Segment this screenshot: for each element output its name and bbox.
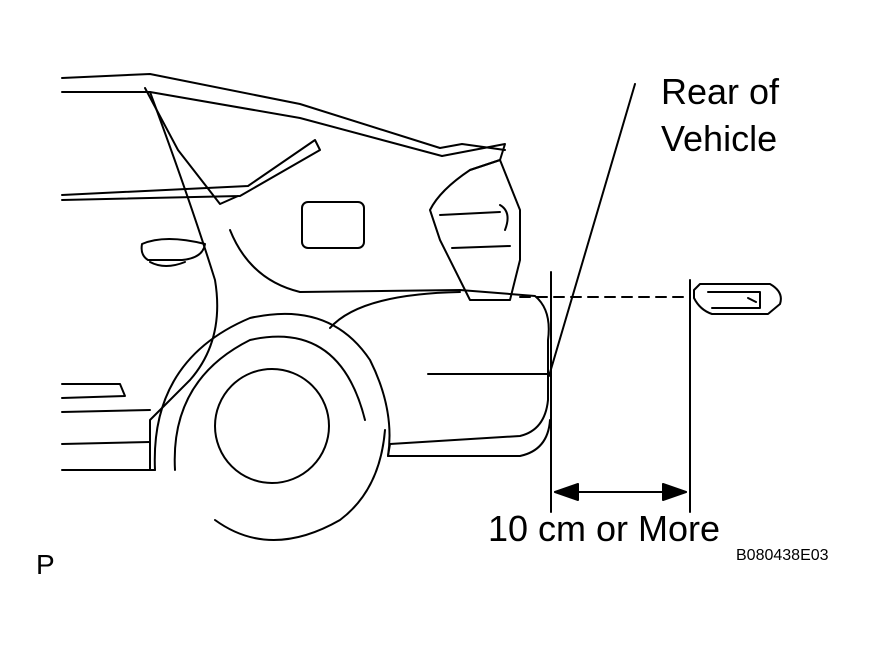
callout-vehicle: Vehicle <box>661 118 778 159</box>
door-handle <box>140 238 206 261</box>
quarter-panel <box>229 229 551 457</box>
wheel-arch <box>153 312 391 471</box>
roof-rail <box>61 91 443 157</box>
dimension-arrow <box>554 483 687 501</box>
rear-pillar <box>144 87 239 205</box>
roof-line <box>61 73 506 151</box>
rear-window <box>61 139 321 201</box>
fuel-lid <box>301 201 365 249</box>
door-frame <box>149 91 219 471</box>
wheel <box>214 368 330 484</box>
distance-label: 10 cm or More <box>488 508 721 549</box>
callout-leader <box>548 83 636 377</box>
callout-rear-of: Rear of <box>661 71 780 112</box>
tail-lamp <box>429 159 521 301</box>
rocker <box>61 383 126 399</box>
figure-code: B080438E03 <box>736 547 829 564</box>
view-marker: P <box>36 549 55 580</box>
tester-probe-icon <box>693 283 782 315</box>
